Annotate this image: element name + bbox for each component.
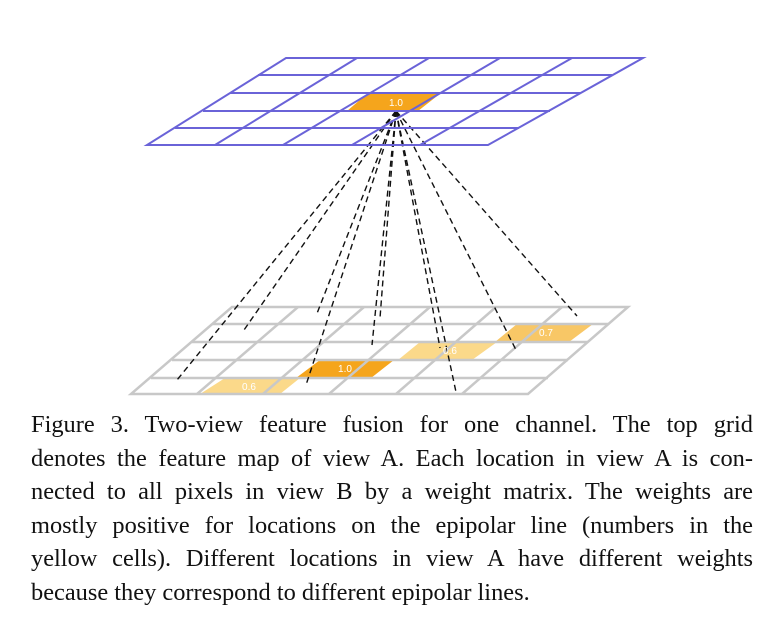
connection-lines bbox=[176, 110, 578, 393]
caption-line: because they correspond to different epi… bbox=[31, 578, 530, 606]
bottom-grid-cells bbox=[200, 324, 593, 394]
bottom-cell-value-2: 0.6 bbox=[443, 346, 457, 357]
caption-line: yellow cells). Different locations in vi… bbox=[31, 545, 753, 572]
bottom-grid bbox=[127, 305, 632, 396]
caption-line: mostly positive for locations on the epi… bbox=[31, 511, 753, 539]
top-cell-value: 1.0 bbox=[389, 98, 403, 109]
bottom-cell-value-1: 1.0 bbox=[338, 364, 352, 375]
caption-line: Figure 3. Two-view feature fusion for on… bbox=[31, 411, 753, 438]
fusion-diagram: 1.0 0.6 1.0 0.6 0.7 bbox=[127, 57, 647, 396]
top-grid bbox=[143, 57, 647, 146]
caption-line: denotes the feature map of view A. Each … bbox=[31, 444, 753, 472]
bottom-cell-0 bbox=[200, 378, 300, 394]
figure-caption: Figure 3. Two-view feature fusion for on… bbox=[31, 408, 753, 609]
caption-line: nected to all pixels in view B by a weig… bbox=[31, 478, 753, 505]
bottom-cell-value-3: 0.7 bbox=[539, 328, 553, 339]
bottom-cell-1 bbox=[296, 360, 394, 378]
bottom-cell-3 bbox=[495, 324, 593, 342]
bottom-cell-value-0: 0.6 bbox=[242, 382, 256, 393]
